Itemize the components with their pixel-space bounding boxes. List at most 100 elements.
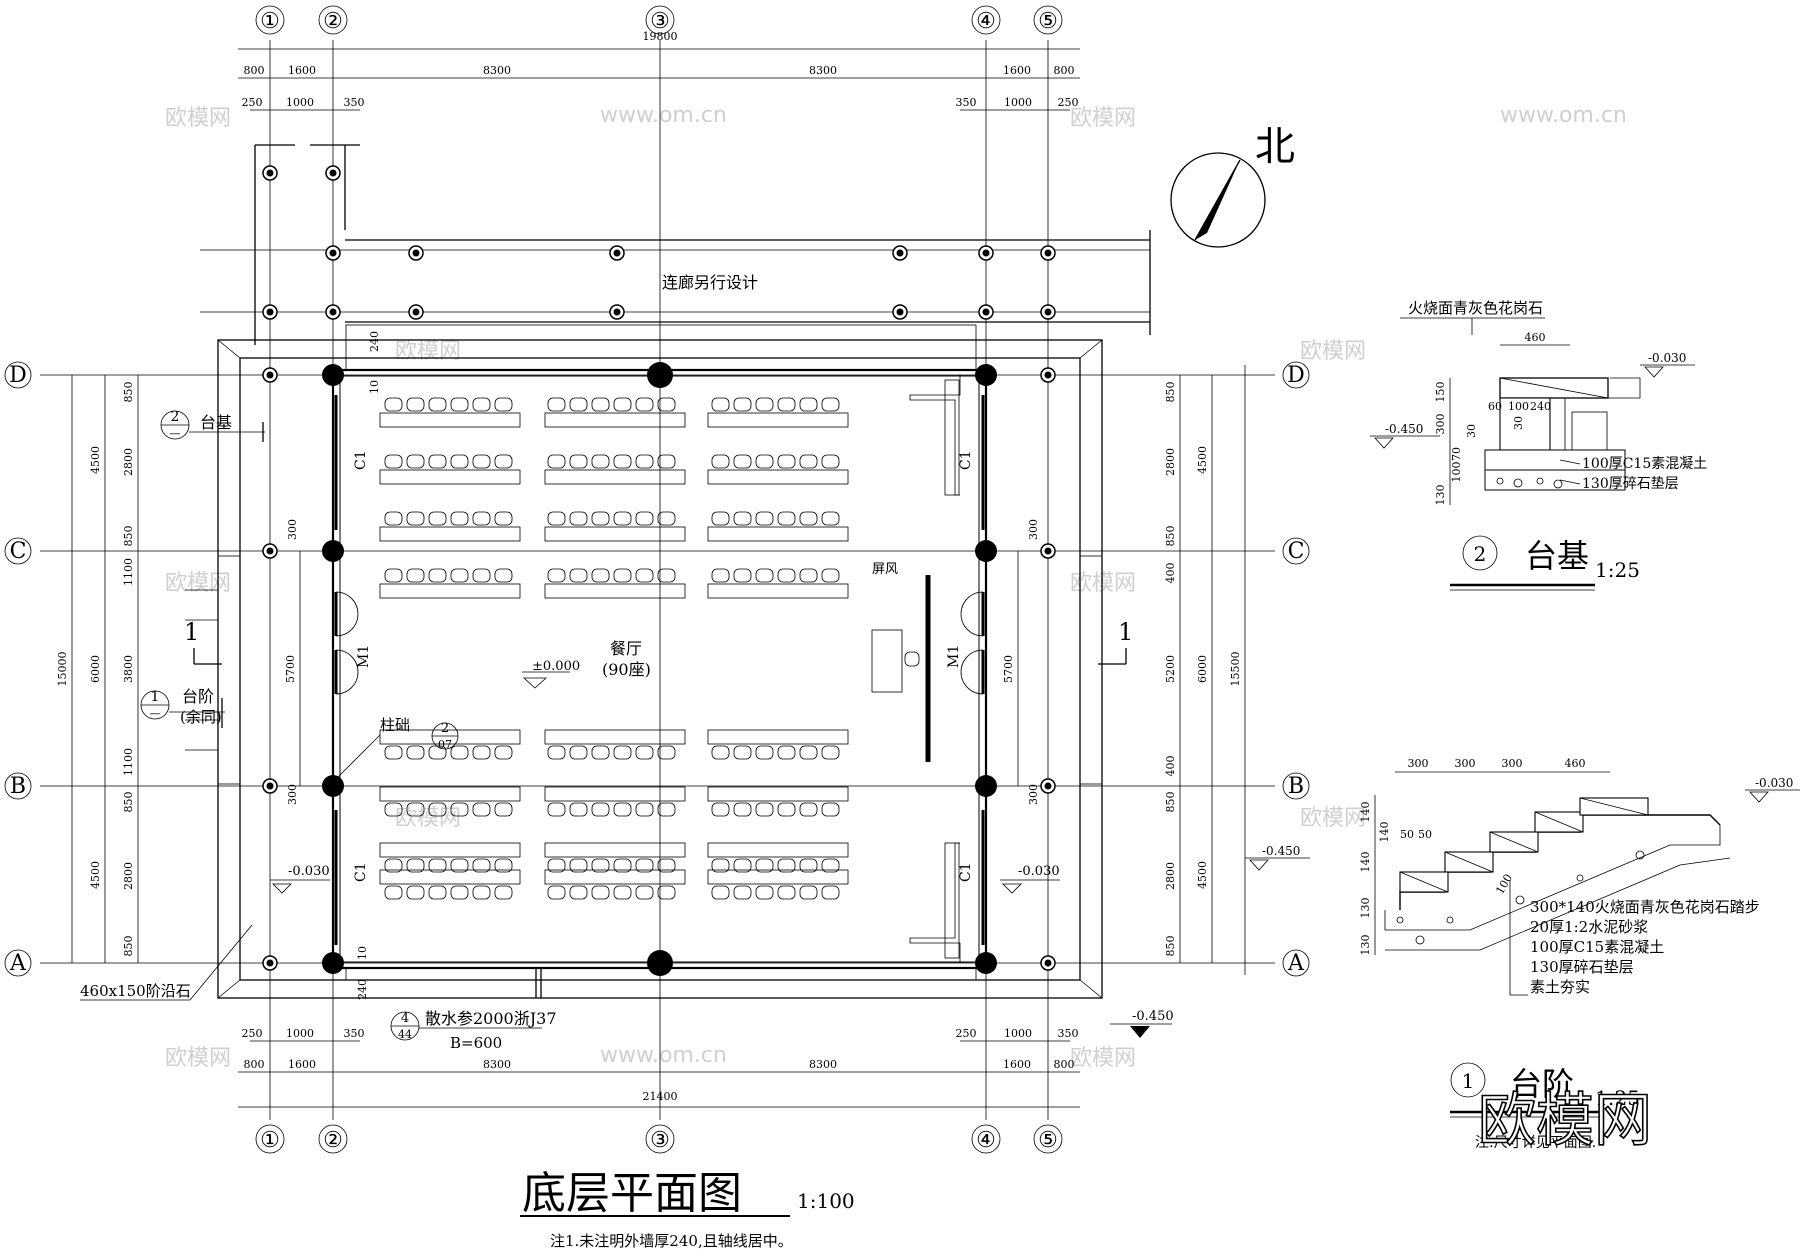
detail-title: 台基 [1525, 537, 1589, 575]
dim: 140 [1378, 822, 1391, 843]
table-set [379, 842, 521, 873]
walls [331, 324, 988, 981]
detail-layer: 300*140火烧面青灰色花岗石踏步 [1530, 898, 1760, 916]
watermark-logo: 欧模网 [1478, 1086, 1652, 1154]
dim: 100 [1508, 400, 1529, 413]
dim: 800 [1054, 64, 1075, 77]
dim: 2800 [122, 448, 135, 476]
axis-label-1-bottom: ① [260, 1128, 280, 1153]
table-set [379, 729, 521, 760]
screen-label: 屏风 [872, 562, 898, 577]
main-column [322, 364, 344, 386]
callout-num: 1 [151, 689, 160, 705]
window-label-c1: C1 [958, 450, 974, 470]
axis-label-C-right: C [1288, 539, 1305, 564]
watermark: 欧模网 [1070, 571, 1136, 596]
table-set [544, 786, 686, 817]
plan-note: 注1.未注明外墙厚240,且轴线居中。 [550, 1232, 793, 1250]
axis-label-5-bottom: ⑤ [1038, 1128, 1058, 1153]
table-set [379, 869, 521, 900]
dim: 1000 [286, 96, 314, 109]
dim: 4500 [89, 861, 102, 889]
axis-bubble-2 [318, 5, 348, 35]
axis-label-2: ② [323, 9, 343, 34]
steps-callout-sub: (余同) [180, 708, 222, 726]
dim: 850 [1164, 792, 1177, 813]
seating-lower [379, 729, 849, 900]
table-set [707, 568, 849, 599]
dim: 8300 [809, 64, 837, 77]
dim: 800 [244, 1058, 265, 1071]
gallery-posts [262, 367, 1056, 971]
main-column [975, 364, 997, 386]
seating-upper [379, 397, 849, 599]
axis-bubble-1 [255, 5, 285, 35]
dim: 1000 [286, 1027, 314, 1040]
axis-label-5: ⑤ [1038, 9, 1058, 34]
step-stone-label: 460x150阶沿石 [80, 982, 191, 1000]
dim: 30 [1512, 416, 1525, 430]
top-dimensions: 19800 800 1600 8300 8300 1600 800 250 10… [238, 30, 1080, 111]
callout-num: 2 [441, 721, 449, 736]
dim: 1600 [288, 64, 316, 77]
watermark-url: www.om.cn [600, 103, 727, 128]
dim: 1600 [1003, 64, 1031, 77]
main-column [975, 775, 997, 797]
dim-bottom-total: 21400 [643, 1090, 678, 1103]
detail-platform-top-label: 火烧面青灰色花岗石 [1408, 299, 1543, 317]
dim: 240 [1530, 400, 1551, 413]
north-label: 北 [1255, 124, 1295, 170]
watermark: 欧模网 [165, 106, 231, 131]
dim: 5200 [1164, 655, 1177, 683]
dim: 350 [344, 96, 365, 109]
dim: 350 [344, 1027, 365, 1040]
terrace-level-right: -0.030 [1018, 864, 1060, 879]
callout-sheet: — [150, 707, 161, 720]
table-set [544, 511, 686, 542]
dim: 300 [286, 784, 299, 805]
table-set [379, 397, 521, 428]
detail-layer: 130厚碎石垫层 [1530, 958, 1634, 976]
dim-top-total: 19800 [643, 30, 678, 43]
axis-label-2-bottom: ② [323, 1128, 343, 1153]
watermark: 欧模网 [165, 571, 231, 596]
callout-sheet: — [170, 427, 181, 440]
dim: 300 [1434, 414, 1447, 435]
plan-labels: 餐厅 (90座) ±0.000 -0.030 -0.030 -0.450 柱础 … [270, 639, 1174, 1038]
plan-scale: 1:100 [797, 1189, 855, 1213]
main-column [647, 362, 673, 388]
detail-steps: 300 300 300 460 -0.030 140 140 140 130 1… [1245, 757, 1800, 1151]
doors: M1 M1 C1 C1 C1 C1 [334, 450, 985, 882]
watermarks: 欧模网 www.om.cn 欧模网 www.om.cn 欧模网 欧模网 欧模网 … [165, 103, 1627, 1071]
dim: 2800 [122, 862, 135, 890]
dim: 140 [1359, 802, 1372, 823]
table-set [544, 842, 686, 873]
right-dimensions: 850 2800 850 400 5200 400 850 2800 850 4… [1164, 365, 1246, 975]
axis-label-C: C [10, 539, 27, 564]
detail-level: -0.450 [1385, 422, 1423, 436]
axis-label-1: ① [260, 9, 280, 34]
axis-label-4-bottom: ④ [976, 1128, 996, 1153]
sideboard [944, 842, 960, 959]
dim: 50 [1418, 828, 1432, 841]
dim: 1000 [1004, 1027, 1032, 1040]
window-label-c1: C1 [958, 862, 974, 882]
dim: 3800 [122, 655, 135, 683]
left-callouts: 2 — 台基 1 — 台阶 (余同) 1 1 460x150阶沿石 4 44 散… [80, 409, 1133, 1052]
left-dimensions: 15000 4500 6000 4500 850 2800 850 1100 3… [56, 375, 139, 963]
main-column [647, 950, 673, 976]
table-set [707, 786, 849, 817]
axis-bubbles-top: ① ② ③ ④ ⑤ [255, 5, 1063, 35]
dim: 8300 [483, 1058, 511, 1071]
dim: 30 [1465, 424, 1478, 438]
dim: 460 [1565, 757, 1586, 770]
table-set [379, 786, 521, 817]
detail-layer: 100厚C15素混凝土 [1582, 456, 1707, 472]
plan-title: 底层平面图 [522, 1168, 742, 1219]
axis-label-B: B [10, 774, 26, 799]
outer-wall [331, 368, 988, 970]
watermark: 欧模网 [1070, 106, 1136, 131]
corridor-columns [262, 165, 1056, 320]
dim: 10 [356, 946, 369, 960]
corridor: 连廊另行设计 [200, 144, 1151, 345]
